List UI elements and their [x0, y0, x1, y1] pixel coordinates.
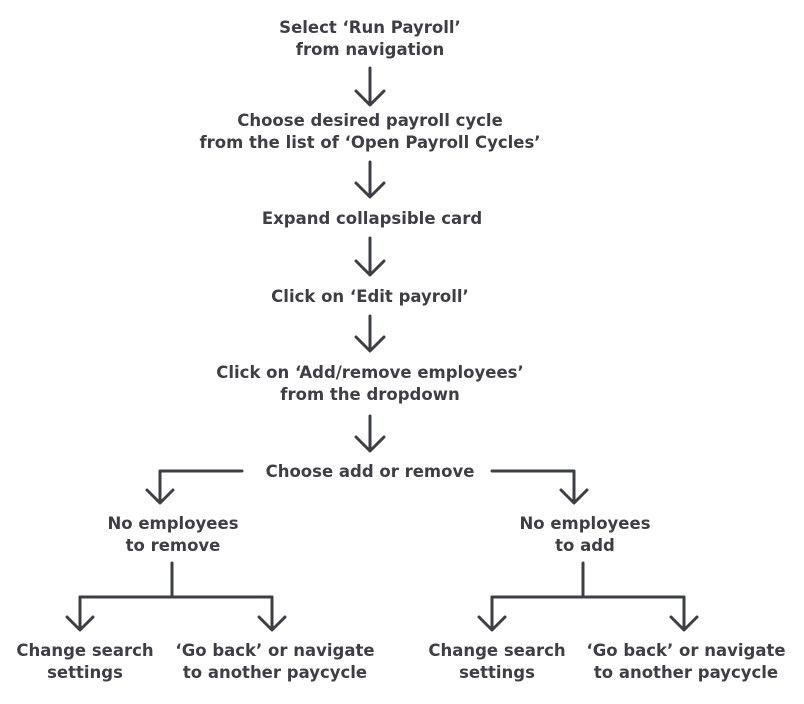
- add-option-1-line1: Change search: [428, 641, 566, 660]
- step-edit-payroll-line1: Click on ‘Edit payroll’: [271, 287, 469, 306]
- step-expand-card: Expand collapsible card: [262, 208, 482, 230]
- step-choose-payroll-cycle-line1: Choose desired payroll cycle: [237, 111, 503, 130]
- add-option-2-line1: ‘Go back’ or navigate: [586, 641, 786, 660]
- step-expand-card-line1: Expand collapsible card: [261, 209, 483, 228]
- branch-remove-line1: No employees: [107, 514, 239, 533]
- step-edit-payroll: Click on ‘Edit payroll’: [271, 286, 469, 308]
- branch-add-line2: to add: [555, 536, 615, 555]
- step-add-remove-employees-line1: Click on ‘Add/remove employees’: [216, 363, 524, 382]
- step-add-remove-employees-line2: from the dropdown: [280, 385, 460, 404]
- step-add-remove-employees: Click on ‘Add/remove employees’ from the…: [216, 362, 524, 406]
- branch-add-line1: No employees: [519, 514, 651, 533]
- remove-option-1-line1: Change search: [16, 641, 154, 660]
- arrow-expand-card-to-edit-payroll: [354, 236, 386, 277]
- step-choose-add-or-remove-line1: Choose add or remove: [265, 462, 475, 481]
- branch-no-employees-to-add: No employees to add: [519, 513, 650, 557]
- remove-option-2-line2: to another paycycle: [182, 663, 368, 682]
- arrow-choose-to-add-branch: [490, 469, 589, 505]
- add-option-2-line2: to another paycycle: [593, 663, 779, 682]
- arrow-add-remove-to-choose: [354, 414, 386, 453]
- remove-option-2-line1: ‘Go back’ or navigate: [175, 641, 375, 660]
- step-select-run-payroll-line2: from navigation: [295, 40, 445, 59]
- step-choose-payroll-cycle: Choose desired payroll cycle from the li…: [199, 110, 540, 154]
- remove-option-1-line2: settings: [47, 663, 123, 682]
- remove-option-go-back: ‘Go back’ or navigate to another paycycl…: [175, 640, 374, 684]
- arrow-add-to-options: [477, 561, 699, 632]
- add-option-1-line2: settings: [459, 663, 535, 682]
- arrow-choose-to-remove-branch: [145, 469, 244, 505]
- arrow-remove-to-options: [65, 561, 287, 632]
- branch-no-employees-to-remove: No employees to remove: [107, 513, 238, 557]
- arrow-edit-payroll-to-add-remove: [354, 314, 386, 353]
- add-option-change-search-settings: Change search settings: [428, 640, 565, 684]
- arrow-run-payroll-to-choose-cycle: [354, 66, 386, 107]
- step-select-run-payroll: Select ‘Run Payroll’ from navigation: [279, 17, 461, 61]
- step-select-run-payroll-line1: Select ‘Run Payroll’: [279, 18, 461, 37]
- branch-remove-line2: to remove: [125, 536, 221, 555]
- step-choose-payroll-cycle-line2: from the list of ‘Open Payroll Cycles’: [199, 133, 541, 152]
- add-option-go-back: ‘Go back’ or navigate to another paycycl…: [586, 640, 785, 684]
- arrow-choose-cycle-to-expand-card: [354, 160, 386, 199]
- remove-option-change-search-settings: Change search settings: [16, 640, 153, 684]
- step-choose-add-or-remove: Choose add or remove: [266, 461, 475, 483]
